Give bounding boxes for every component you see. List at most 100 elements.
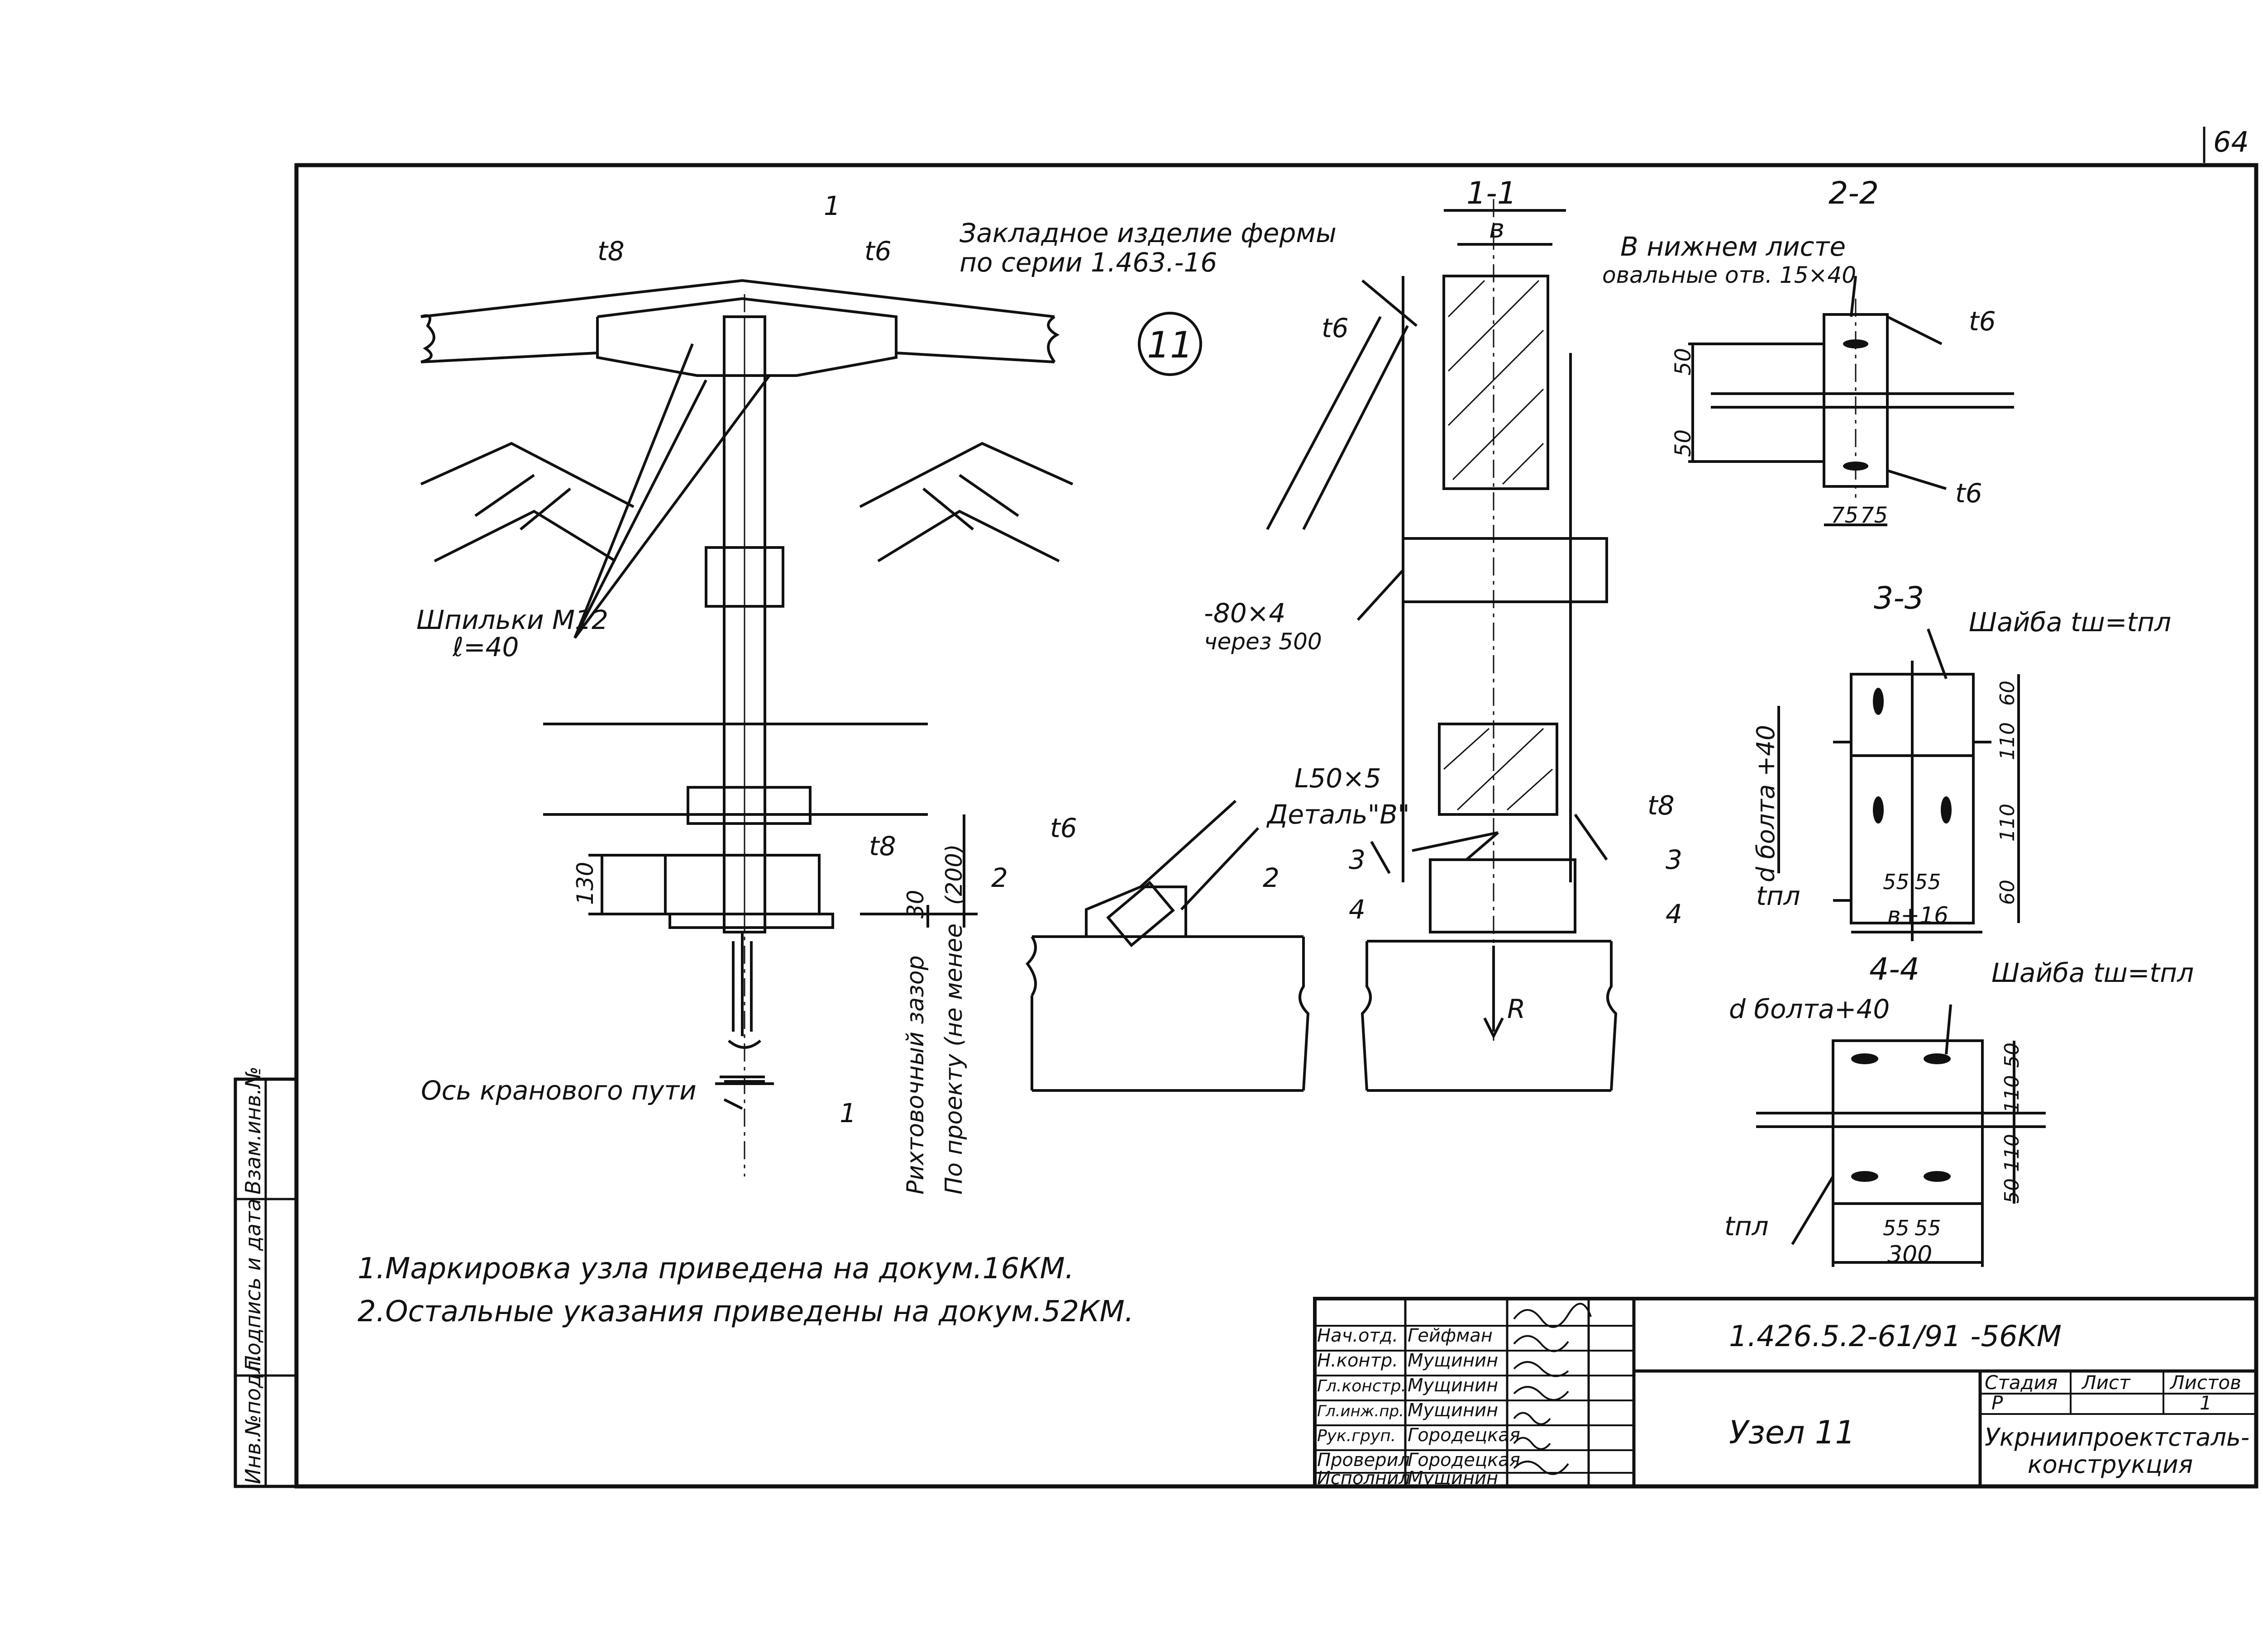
label-reaction: R [1507,994,1525,1024]
label-s4-b: 4 [1666,899,1682,929]
label-angle: L50×5 [1294,763,1381,794]
side-stamp: Инв.№подл. Подпись и дата Взам.инв.№ [234,1066,298,1488]
label-dim-130: 130 [572,862,598,905]
label-s3-b: 3 [1666,844,1682,875]
label-studs-1: Шпильки М12 [416,605,608,635]
sig-role-5: Проверил [1317,1450,1410,1471]
note-1: 1.Маркировка узла приведена на докум.16К… [358,1252,1074,1285]
label-dim-50-a: 50 [1671,348,1696,376]
sig-role-0: Нач.отд. [1317,1325,1398,1346]
label-dim-75-a: 75 [1831,503,1858,528]
label-dim-50-d: 50 [2000,1178,2024,1204]
label-dim-60-b: 60 [1996,880,2019,905]
organization-line-1: Укрниипроектсталь- [1985,1423,2249,1452]
label-d-bolt-2: d болта+40 [1729,994,1890,1024]
sig-name-4: Городецкая [1408,1425,1520,1446]
sig-role-6: Исполнил [1317,1468,1410,1489]
label-dim-50-b: 50 [1671,429,1696,457]
title-block [1313,1297,2258,1488]
label-s4-a: 4 [1349,894,1365,925]
label-b16: в+16 [1887,902,1948,928]
label-dim-110-b: 110 [1996,804,2019,842]
label-dim-30: 30 [902,890,929,919]
label-tpl-2: tпл [1724,1211,1769,1242]
label-section-1-mark: 1 [824,190,840,221]
label-embedded-2: по серии 1.463.-16 [960,247,1217,278]
label-sec22-title: 2-2 [1829,176,1879,211]
section-2-2 [1688,276,2014,526]
label-sec33-title: 3-3 [1874,581,1924,616]
label-t8-c: t8 [1647,790,1675,821]
label-sec44-title: 4-4 [1869,952,1919,987]
label-dim-200: (200) [941,844,967,905]
label-studs-2: ℓ=40 [452,632,519,662]
label-washer-2: Шайба tш=tпл [1991,957,2194,988]
label-t6-a: t6 [864,236,892,267]
label-section-2-a: 2 [991,862,1008,893]
stage-header: Стадия [1985,1371,2058,1394]
label-dim-55-a: 55 [1883,870,1910,894]
sheet-header: Лист [2081,1371,2131,1394]
label-dim-300: 300 [1887,1241,1932,1268]
bracket-view [1026,800,1310,1092]
label-holes-2: овальные отв. 15×40 [1602,262,1856,288]
label-d-bolt-1: d болта +40 [1752,725,1780,882]
label-dim-55-d: 55 [1914,1216,1941,1240]
label-gap-1: Рихтовочный зазор [902,955,929,1195]
node-number: 11 [1147,324,1193,366]
drawing-code: 1.426.5.2-61/91 -56KM [1729,1320,2062,1353]
label-section-1-mark-b: 1 [840,1098,856,1128]
side-stamp-inv: Инв.№подл. [241,1354,265,1484]
label-embedded-1: Закладное изделие фермы [960,218,1337,248]
label-dim-75-b: 75 [1860,503,1888,528]
label-section-2-b: 2 [1263,862,1280,893]
label-t6-b: t6 [1050,813,1077,843]
label-gap-2: По проекту (не менее [941,924,968,1195]
label-dim-60-a: 60 [1996,681,2019,706]
sig-name-5: Городецкая [1408,1450,1520,1471]
drawing-frame [294,163,2258,1489]
label-dim-110-a: 110 [1996,722,2019,760]
label-dim-50-c: 50 [2000,1043,2024,1068]
label-dim-55-c: 55 [1883,1216,1910,1240]
label-holes-1: В нижнем листе [1620,231,1846,262]
sheets-header: Листов [2169,1371,2241,1394]
bolt-holes [1843,339,1952,1182]
label-t6-c: t6 [1322,313,1349,343]
label-washer-1: Шайба tш=tпл [1969,607,2171,638]
sig-role-3: Гл.инж.пр. [1317,1402,1404,1420]
stage-value: Р [1991,1392,2003,1414]
section-1-1 [1266,199,1618,1092]
side-stamp-sign: Подпись и дата [241,1199,265,1371]
label-sec11-title: 1-1 [1466,176,1517,211]
sig-name-3: Мущинин [1408,1400,1498,1421]
label-dim-55-b: 55 [1914,870,1941,894]
label-tpl-1: tпл [1756,881,1800,911]
label-detail-b: Деталь"В" [1266,799,1410,830]
note-2: 2.Остальные указания приведены на докум.… [358,1295,1134,1328]
sig-name-2: Мущинин [1408,1375,1498,1396]
sheet-number: 64 [2213,125,2249,158]
signature-rows: Нач.отд. Гейфман Н.контр. Мущинин Гл.кон… [1317,1325,1520,1489]
label-strip-2: через 500 [1204,628,1322,655]
labels: t8 t6 1 Закладное изделие фермы по серии… [416,176,2194,1268]
sig-name-1: Мущинин [1408,1350,1498,1371]
label-dim-110-d: 110 [2000,1134,2024,1172]
concrete-hatch [1443,280,1553,811]
side-stamp-replace: Взам.инв.№ [241,1066,265,1195]
label-t8-b: t8 [869,831,896,862]
sig-name-6: Мущинин [1408,1468,1498,1489]
label-crane-axis: Ось кранового пути [421,1075,697,1106]
section-4-4 [1756,1004,2046,1267]
sig-name-0: Гейфман [1408,1325,1493,1346]
section-3-3 [1777,628,2020,941]
node-circle [1138,312,1202,376]
organization-line-2: конструкция [2028,1450,2193,1479]
sig-role-4: Рук.груп. [1317,1427,1396,1445]
label-t6-d: t6 [1969,306,1996,337]
label-t8-a: t8 [597,236,625,267]
label-sec11-b: в [1489,213,1504,244]
sheets-value: 1 [2200,1392,2212,1414]
label-t6-e: t6 [1955,478,1982,509]
